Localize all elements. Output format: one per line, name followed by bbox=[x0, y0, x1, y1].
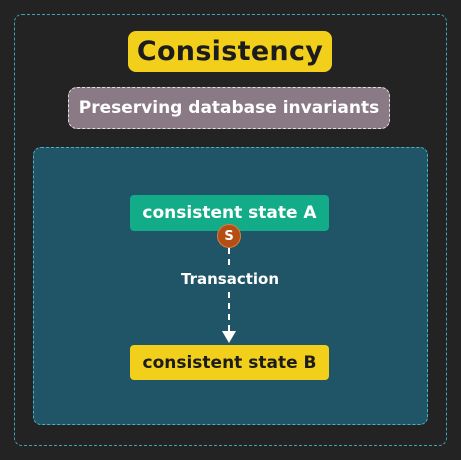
s-badge: S bbox=[217, 224, 241, 248]
diagram-subtitle: Preserving database invariants bbox=[68, 87, 390, 129]
transaction-label: Transaction bbox=[170, 268, 290, 290]
diagram-title: Consistency bbox=[128, 31, 332, 72]
state-b-node: consistent state B bbox=[130, 345, 329, 380]
outer-frame bbox=[14, 14, 447, 446]
